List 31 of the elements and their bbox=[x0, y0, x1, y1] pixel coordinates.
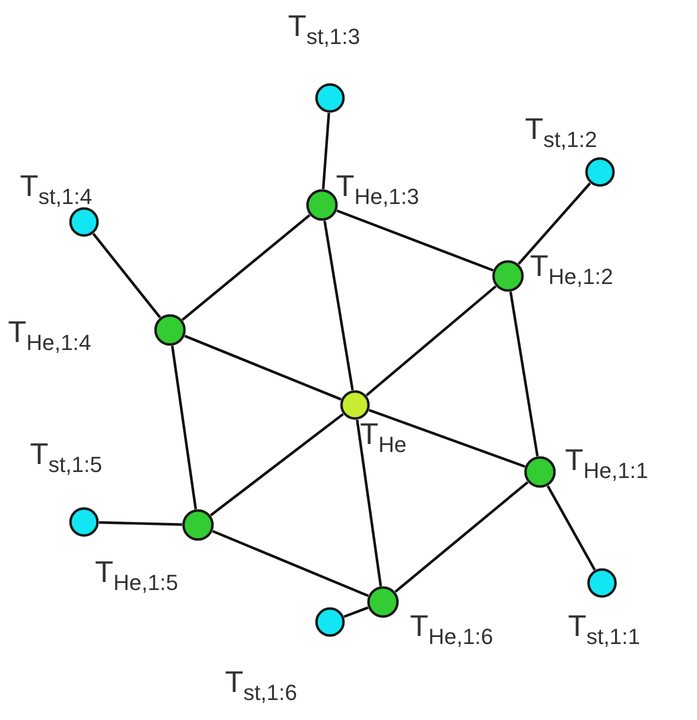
node-label: T$_{He,1:6}$ bbox=[410, 612, 494, 648]
connector-line bbox=[322, 112, 330, 190]
connector-line bbox=[509, 292, 539, 456]
connector-line bbox=[336, 210, 494, 272]
node-label: T$_{st,1:4}$ bbox=[20, 172, 92, 208]
node-label: T$_{He}$ bbox=[360, 420, 406, 456]
node-label: T$_{He,1:1}$ bbox=[565, 446, 648, 482]
connector-line bbox=[356, 420, 382, 586]
connector-line bbox=[368, 408, 526, 468]
node-label: T$_{st,1:5}$ bbox=[30, 440, 102, 476]
connector-line bbox=[210, 413, 344, 516]
node-label: T$_{st,1:2}$ bbox=[525, 115, 598, 151]
node-label: T$_{He,1:4}$ bbox=[8, 318, 92, 354]
node-label: T$_{He,1:3}$ bbox=[336, 172, 420, 208]
connector-line bbox=[344, 606, 368, 618]
connector-line bbox=[182, 214, 310, 321]
node-label: T$_{st,1:3}$ bbox=[288, 12, 360, 48]
connector-line bbox=[518, 182, 592, 265]
node-label: T$_{He,1:5}$ bbox=[95, 558, 178, 594]
connector-line bbox=[212, 530, 369, 598]
connector-line bbox=[92, 232, 162, 318]
node-label: T$_{st,1:1}$ bbox=[568, 612, 640, 648]
node-label: T$_{st,1:6}$ bbox=[225, 668, 298, 704]
connector-line bbox=[546, 485, 596, 571]
connector-line bbox=[366, 285, 497, 396]
connector-line bbox=[98, 521, 182, 526]
connector-line bbox=[184, 334, 342, 401]
connector-line bbox=[170, 346, 198, 510]
connector-line bbox=[394, 481, 528, 593]
node-label: T$_{He,1:2}$ bbox=[530, 252, 614, 288]
connector-line bbox=[323, 220, 354, 390]
